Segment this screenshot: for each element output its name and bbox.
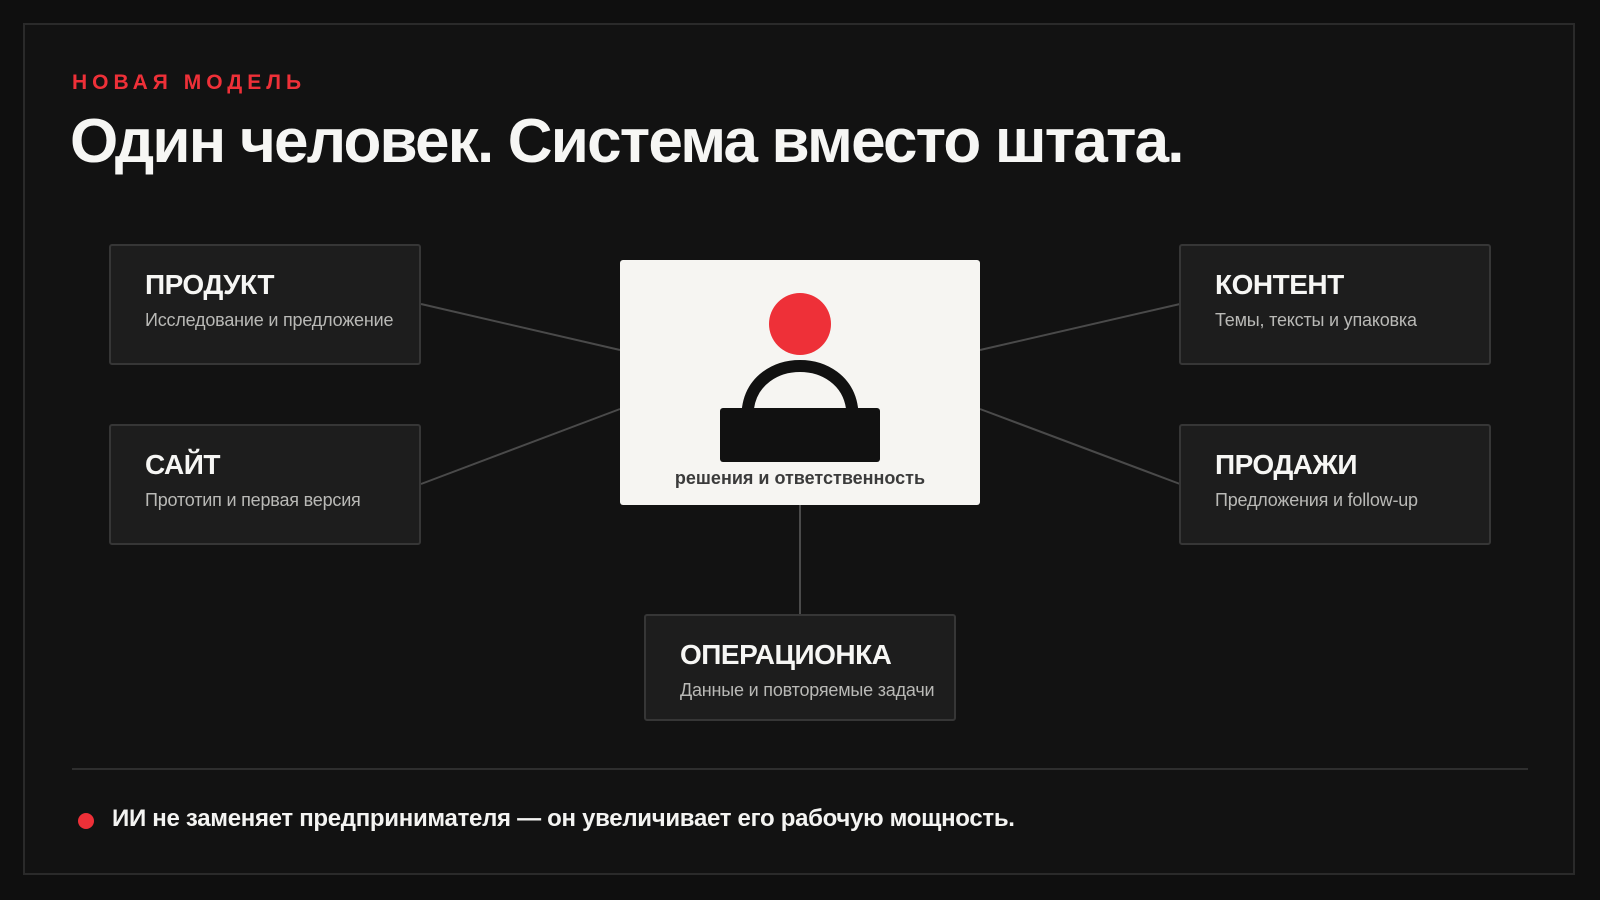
node-sait: САЙТ Прототип и первая версия xyxy=(109,424,421,545)
connector-produkt xyxy=(420,303,621,351)
node-title: ПРОДУКТ xyxy=(145,269,274,300)
node-title: ПРОДАЖИ xyxy=(1215,449,1357,480)
hub-card: решения и ответственность xyxy=(620,260,980,505)
bullet-icon xyxy=(78,813,94,829)
node-title: КОНТЕНТ xyxy=(1215,269,1344,300)
node-description: Прототип и первая версия xyxy=(145,490,361,510)
hub-caption: решения и ответственность xyxy=(674,468,926,488)
node-description: Данные и повторяемые задачи xyxy=(680,680,935,700)
eyebrow-label: НОВАЯ МОДЕЛЬ xyxy=(72,71,307,94)
node-title: ОПЕРАЦИОНКА xyxy=(680,639,892,670)
node-title: САЙТ xyxy=(145,449,220,480)
node-description: Исследование и предложение xyxy=(145,310,394,330)
slide-title: Один человек. Система вместо штата. xyxy=(70,107,1185,176)
node-produkt: ПРОДУКТ Исследование и предложение xyxy=(109,244,421,365)
footer-divider xyxy=(72,768,1528,770)
node-operatsionka: ОПЕРАЦИОНКА Данные и повторяемые задачи xyxy=(644,614,956,721)
node-description: Предложения и follow-up xyxy=(1215,490,1418,510)
connector-prodazhi xyxy=(979,408,1181,485)
connector-sait xyxy=(420,408,621,485)
footer-statement: ИИ не заменяет предпринимателя — он увел… xyxy=(112,805,1015,832)
node-prodazhi: ПРОДАЖИ Предложения и follow-up xyxy=(1179,424,1491,545)
person-icon xyxy=(720,293,880,462)
node-kontent: КОНТЕНТ Темы, тексты и упаковка xyxy=(1179,244,1491,365)
connector-kontent xyxy=(979,303,1181,351)
node-description: Темы, тексты и упаковка xyxy=(1215,310,1417,330)
